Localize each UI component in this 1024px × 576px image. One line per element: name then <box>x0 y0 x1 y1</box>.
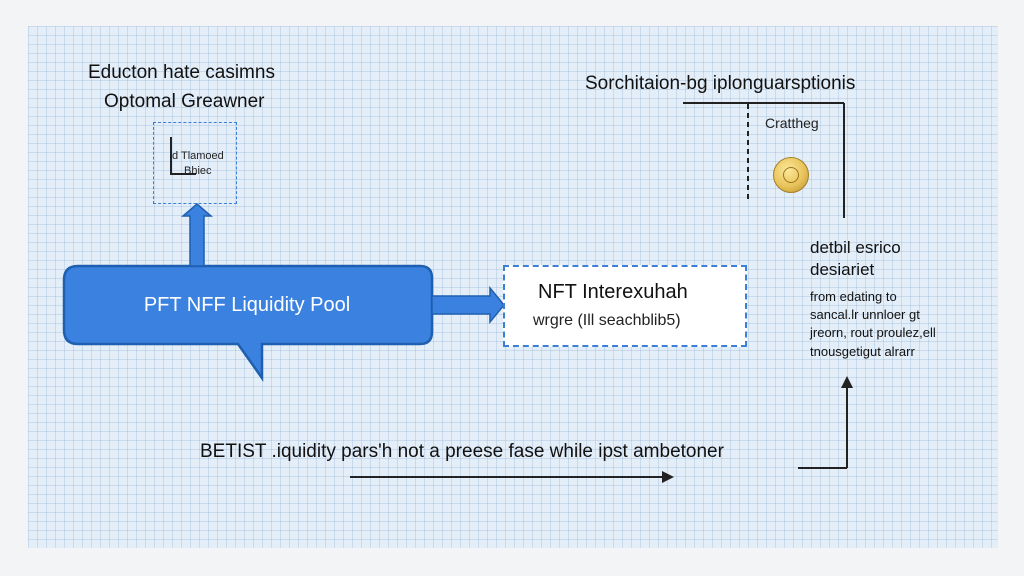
arrow-up-icon <box>180 203 214 267</box>
coin-icon <box>773 157 809 193</box>
nft-node-box <box>503 265 747 347</box>
side-heading-line1: detbil esrico <box>810 238 901 257</box>
small-box-line2: Bhiec <box>184 165 212 177</box>
arrowhead-icon <box>662 471 674 483</box>
right-title: Sorchitaion-bg iplonguarsptionis <box>585 73 856 94</box>
side-heading-line2: desiariet <box>810 260 875 279</box>
bracket-line <box>170 137 172 173</box>
side-body-line: tnousgetigut alrarr <box>810 344 915 359</box>
side-body-line: from edating to <box>810 289 897 304</box>
footer-caption: BETIST .iquidity pars'h not a preese fas… <box>200 441 724 462</box>
bracket-line <box>170 173 196 175</box>
small-node-box: d Tlamoed Bhiec <box>153 122 237 204</box>
nft-box-title: NFT Interexuhah <box>538 281 688 303</box>
nft-box-subtitle: wrgre (Ill seachblib5) <box>533 312 681 329</box>
right-label: Crattheg <box>765 115 819 131</box>
liquidity-pool-shape <box>62 264 434 382</box>
arrowhead-icon <box>841 376 853 388</box>
arrow-right-icon <box>431 285 505 325</box>
side-body-line: jreorn, rout proulez,ell <box>810 325 936 340</box>
left-subtitle: Optomal Greawner <box>104 91 265 112</box>
left-title: Educton hate casimns <box>88 62 275 83</box>
small-box-line1: d Tlamoed <box>172 150 224 162</box>
side-body-line: sancal.lr unnloer gt <box>810 307 920 322</box>
liquidity-pool-label: PFT NFF Liquidity Pool <box>143 294 351 316</box>
